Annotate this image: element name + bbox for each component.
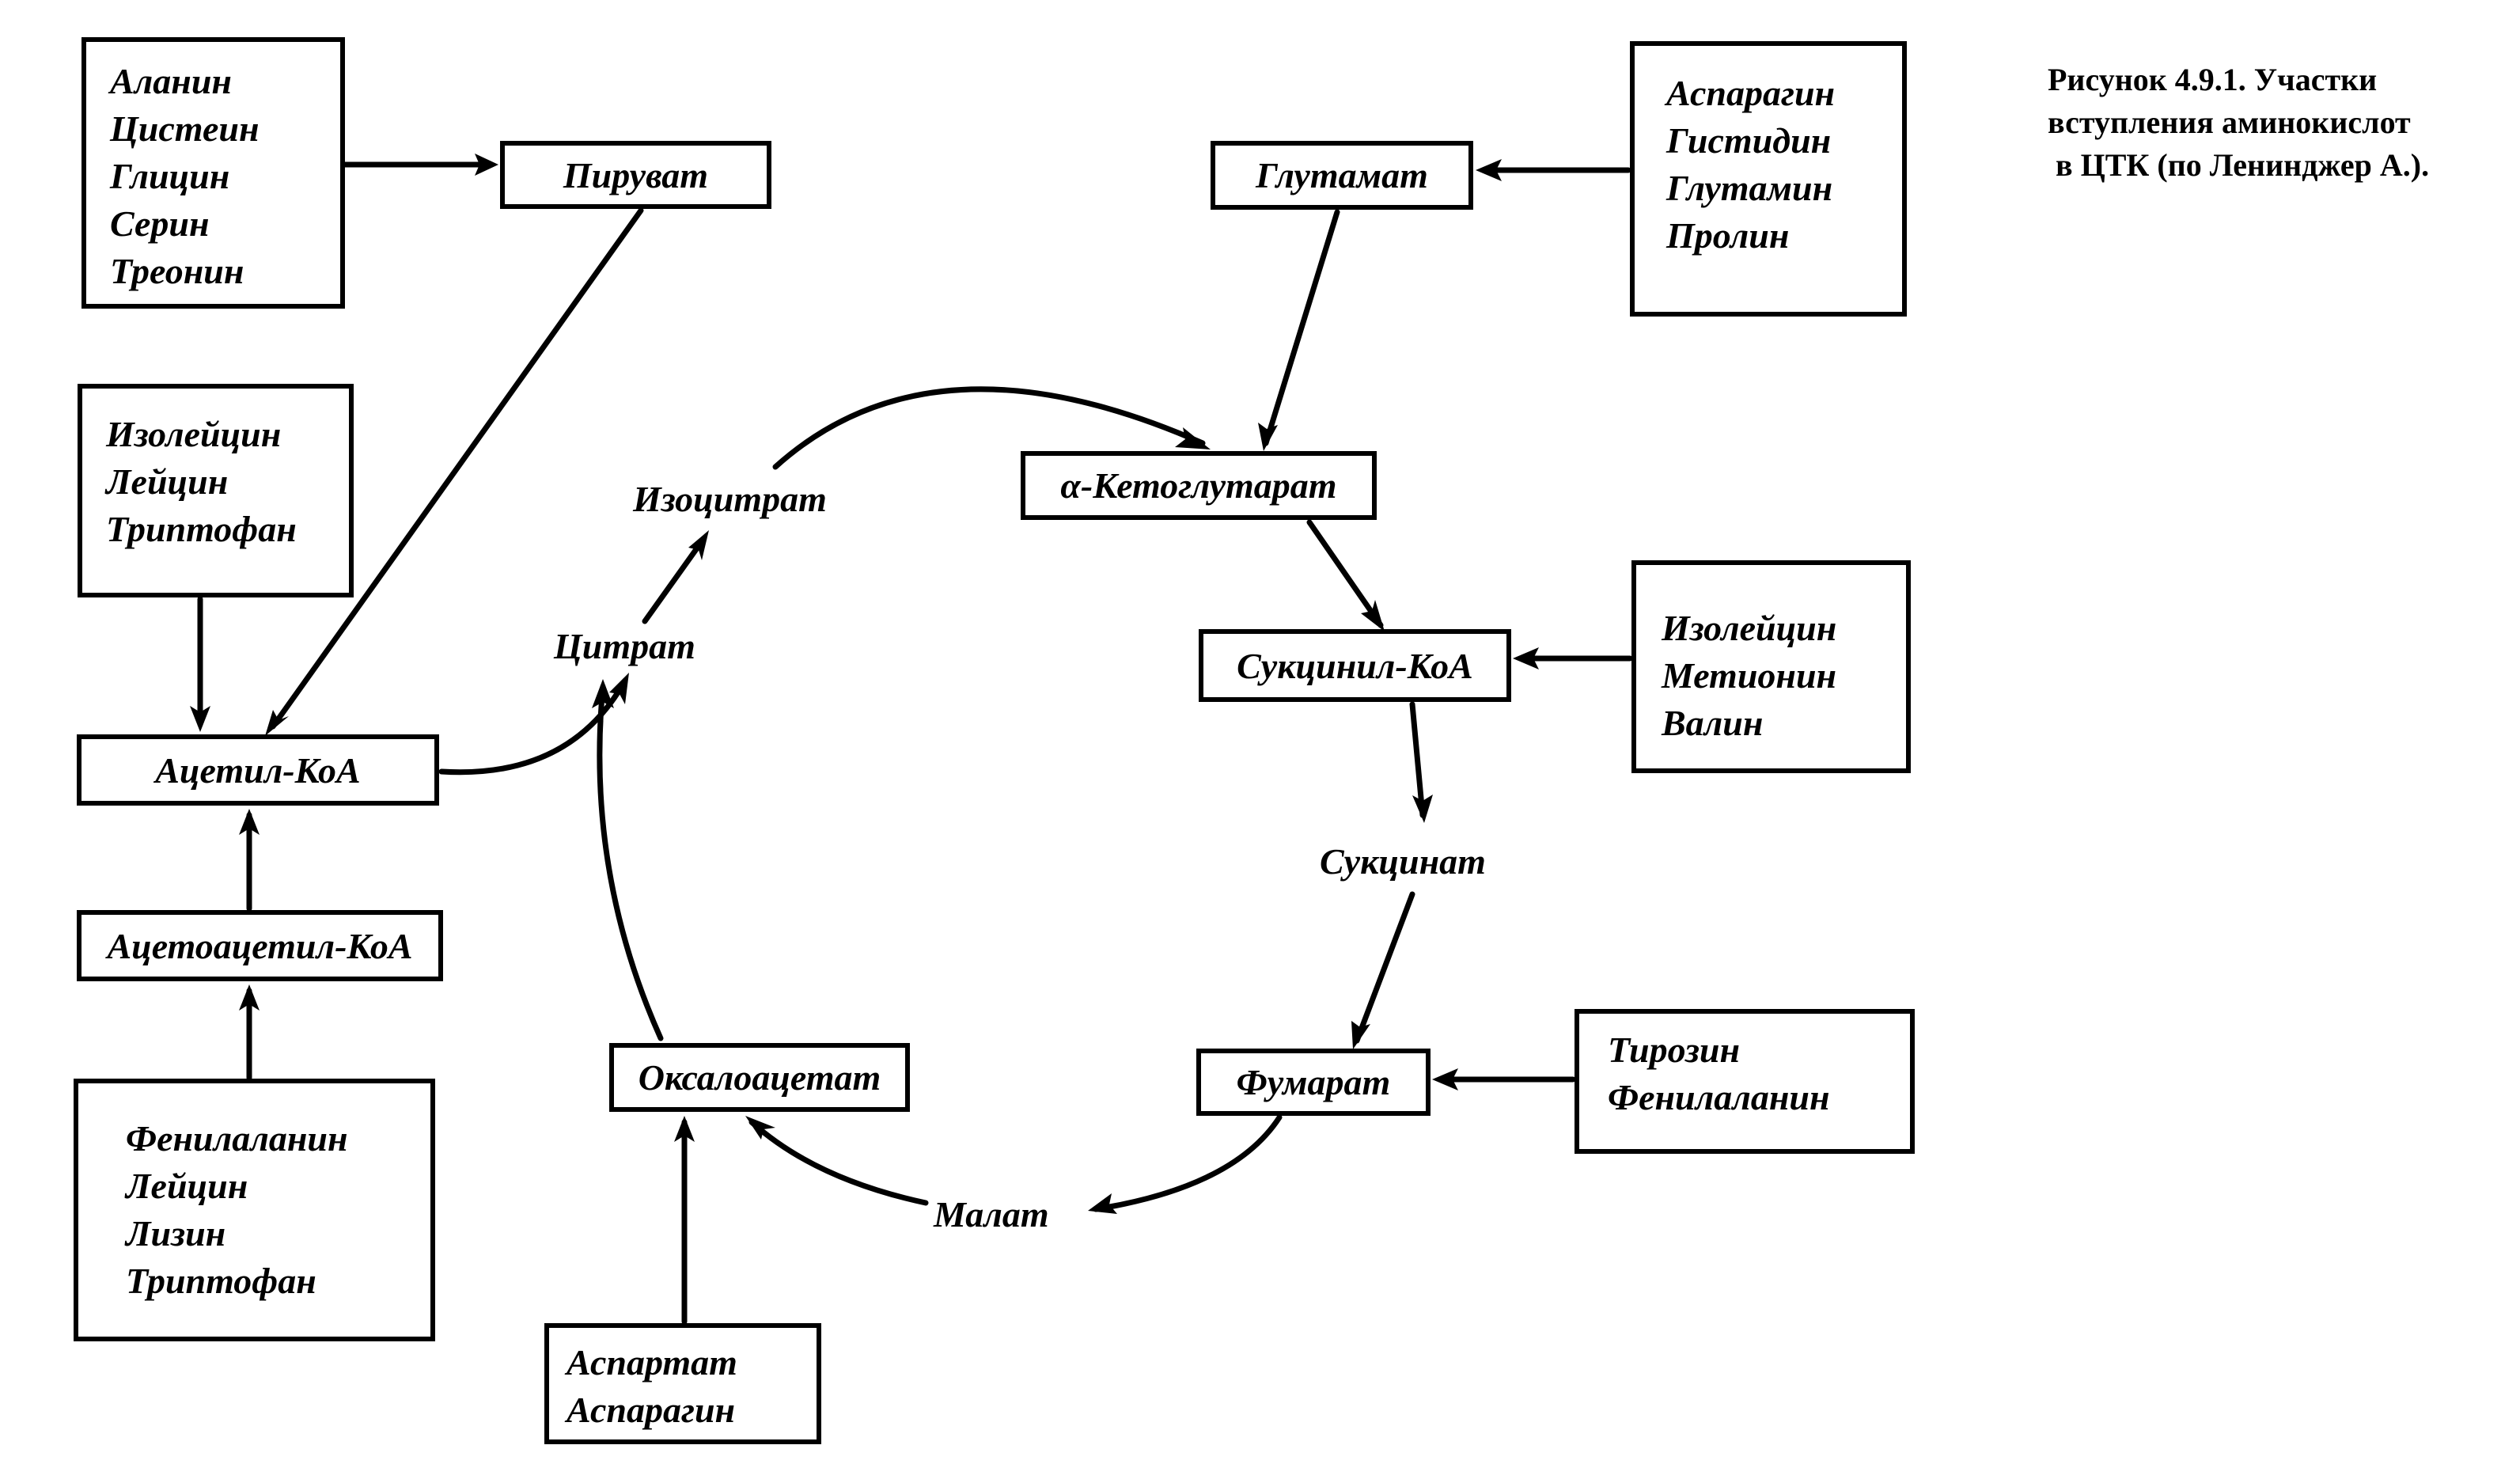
fumarate-label: Фумарат (1236, 1062, 1391, 1102)
amino-acid: Аспарагин (567, 1390, 736, 1430)
arrow-malate-to-oxaloacetate (748, 1119, 929, 1206)
arrowhead-icon (1513, 647, 1539, 669)
amino-acid: Аспартат (567, 1342, 737, 1382)
amino-acid: Лейцин (106, 461, 229, 502)
arrow-fumarate-to-malate (1093, 1114, 1283, 1212)
arrow-isocitrate-to-akg (772, 386, 1206, 470)
arrow-oxaloacetate-to-citrate (597, 684, 664, 1041)
succinyl-coa-label: Сукцинил-КоА (1237, 645, 1473, 686)
arrowhead-icon (475, 154, 498, 176)
amino-acid: Гистидин (1666, 120, 1832, 161)
amino-acid: Аспарагин (1666, 73, 1836, 113)
amino-acids-to-glutamate-box: Аспарагин Гистидин Глутамин Пролин (1630, 41, 1907, 317)
citrate-label: Цитрат (554, 626, 695, 666)
amino-acids-to-oxaloacetate-box: Аспартат Аспарагин (544, 1323, 821, 1444)
arrowhead-icon (190, 706, 210, 732)
amino-acids-to-pyruvate-box: Аланин Цистеин Глицин Серин Треонин (81, 37, 345, 309)
amino-acid: Пролин (1666, 215, 1790, 256)
glutamate-label: Глутамат (1256, 155, 1428, 195)
arrowhead-icon (239, 984, 260, 1011)
arrowhead-icon (609, 673, 629, 704)
caption-line: Рисунок 4.9.1. Участки (2048, 62, 2378, 97)
caption-line: в ЦТК (по Ленинджер А.). (2048, 147, 2430, 183)
amino-acid: Фенилаланин (1608, 1077, 1830, 1117)
acetyl-coa-node: Ацетил-КоА (77, 734, 439, 806)
pyruvate-node: Пируват (500, 141, 771, 209)
arrow-citrate-to-isocitrate (642, 535, 707, 624)
amino-acids-to-succinyl-coa-box: Изолейцин Метионин Валин (1631, 560, 1911, 773)
arrowhead-icon (1088, 1193, 1117, 1214)
arrowhead-icon (1412, 795, 1433, 823)
acetyl-coa-label: Ацетил-КоА (155, 749, 361, 791)
amino-acid: Глицин (110, 156, 230, 196)
amino-acid: Валин (1662, 703, 1764, 743)
arrowhead-icon (1361, 600, 1385, 632)
amino-acid: Триптофан (126, 1261, 316, 1301)
amino-acid: Треонин (110, 251, 244, 291)
arrow-akg-to-succinyl-coa (1306, 519, 1384, 628)
arrow-glutamate-to-akg (1263, 209, 1340, 446)
amino-acid: Триптофан (106, 509, 297, 549)
fumarate-node: Фумарат (1196, 1049, 1431, 1116)
caption-line: вступления аминокислот (2048, 104, 2411, 140)
alpha-ketoglutarate-label: α-Кетоглутарат (1060, 465, 1337, 506)
arrowhead-icon (1432, 1068, 1458, 1090)
amino-acid: Серин (110, 203, 210, 244)
acetoacetyl-coa-node: Ацетоацетил-КоА (77, 910, 443, 981)
arrow-succinyl-coa-to-succinate (1409, 701, 1426, 818)
arrowhead-icon (265, 710, 289, 736)
amino-acid: Фенилаланин (126, 1118, 348, 1159)
amino-acids-to-fumarate-box: Тирозин Фенилаланин (1575, 1009, 1915, 1154)
arrowhead-icon (745, 1116, 775, 1140)
arrowhead-icon (239, 809, 260, 835)
amino-acid: Изолейцин (1662, 608, 1837, 648)
amino-acid: Тирозин (1608, 1030, 1741, 1070)
oxaloacetate-node: Оксалоацетат (609, 1043, 910, 1112)
amino-acid: Аланин (110, 61, 232, 101)
amino-acids-to-acetyl-coa-box: Изолейцин Лейцин Триптофан (78, 384, 354, 597)
amino-acid: Цистеин (110, 108, 260, 149)
amino-acid: Лейцин (126, 1166, 248, 1206)
arrowhead-icon (1175, 427, 1211, 449)
amino-acids-to-acetoacetyl-coa-box: Фенилаланин Лейцин Лизин Триптофан (74, 1079, 435, 1341)
arrow-pyruvate-to-acetyl-coa (270, 207, 644, 730)
succinate-label: Сукцинат (1320, 841, 1486, 882)
figure-caption: Рисунок 4.9.1. Участки вступления аминок… (2048, 59, 2429, 187)
arrowhead-icon (1258, 423, 1278, 451)
arrowhead-icon (688, 530, 709, 560)
glutamate-node: Глутамат (1211, 141, 1473, 210)
arrowhead-icon (1351, 1021, 1370, 1049)
amino-acid: Лизин (126, 1213, 226, 1254)
succinyl-coa-node: Сукцинил-КоА (1199, 629, 1511, 702)
arrowhead-icon (1476, 159, 1502, 181)
arrowhead-icon (674, 1116, 695, 1142)
arrowhead-icon (592, 679, 614, 708)
amino-acid: Глутамин (1666, 168, 1833, 208)
oxaloacetate-label: Оксалоацетат (638, 1057, 881, 1098)
acetoacetyl-coa-label: Ацетоацетил-КоА (107, 925, 413, 966)
amino-acid: Метионин (1662, 655, 1837, 696)
isocitrate-label: Изоцитрат (633, 479, 827, 519)
amino-acid: Изолейцин (106, 414, 282, 454)
malate-label: Малат (934, 1194, 1049, 1235)
arrow-succinate-to-fumarate (1354, 891, 1415, 1044)
alpha-ketoglutarate-node: α-Кетоглутарат (1021, 451, 1377, 520)
pyruvate-label: Пируват (563, 154, 709, 195)
